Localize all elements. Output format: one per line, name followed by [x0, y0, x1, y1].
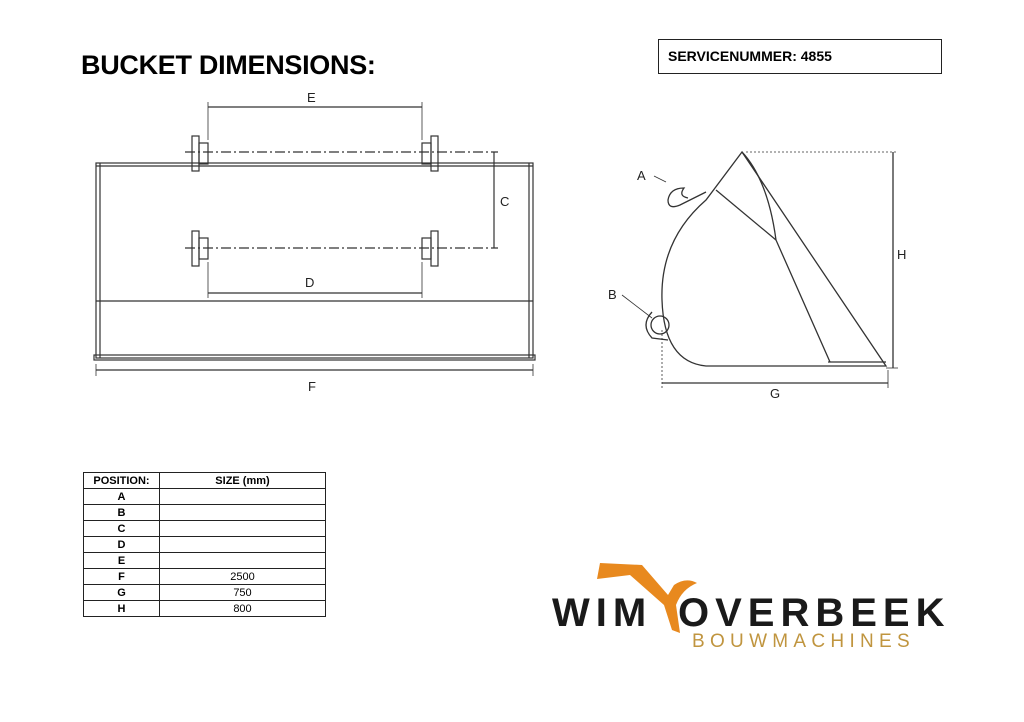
size-cell — [159, 552, 326, 569]
service-number-box: SERVICENUMMER: 4855 — [658, 39, 942, 74]
table-row: A — [83, 488, 326, 505]
label-b: B — [608, 287, 617, 302]
hook-a — [667, 187, 707, 208]
size-cell — [159, 488, 326, 505]
size-cell — [159, 536, 326, 553]
table-row: C — [83, 520, 326, 537]
size-cell: 750 — [159, 584, 326, 601]
bucket-profile — [661, 150, 888, 367]
position-cell: E — [83, 552, 160, 569]
logo-overbeek: OVERBEEK — [678, 591, 951, 635]
pin-upper-right — [421, 135, 439, 172]
position-cell: G — [83, 584, 160, 601]
position-cell: B — [83, 504, 160, 521]
label-f: F — [308, 379, 316, 394]
logo-subtitle: BOUWMACHINES — [692, 631, 915, 652]
position-cell: H — [83, 600, 160, 617]
logo-wim: WIM — [552, 591, 653, 635]
label-a: A — [637, 168, 646, 183]
label-c: C — [500, 194, 509, 209]
bucket-body — [95, 162, 534, 359]
pin-b — [650, 315, 670, 335]
header-position: POSITION: — [83, 472, 160, 489]
table-row: B — [83, 504, 326, 521]
excavator-arm-icon — [597, 563, 697, 633]
table-row: D — [83, 536, 326, 553]
size-cell — [159, 520, 326, 537]
table-row: E — [83, 552, 326, 569]
label-g: G — [770, 386, 780, 401]
size-cell — [159, 504, 326, 521]
base-plate — [93, 354, 536, 361]
position-cell: F — [83, 568, 160, 585]
size-cell: 2500 — [159, 568, 326, 585]
table-header-row: POSITION: SIZE (mm) — [83, 472, 326, 489]
label-h: H — [897, 247, 906, 262]
front-view — [93, 102, 536, 376]
position-cell: D — [83, 536, 160, 553]
label-e: E — [307, 90, 316, 105]
position-cell: C — [83, 520, 160, 537]
page-title: BUCKET DIMENSIONS: — [81, 50, 376, 80]
company-logo: WIM OVERBEEK BOUWMACHINES — [552, 555, 945, 655]
side-view — [621, 150, 898, 388]
pin-upper-left — [191, 135, 209, 172]
position-cell: A — [83, 488, 160, 505]
size-cell: 800 — [159, 600, 326, 617]
header-size: SIZE (mm) — [159, 472, 326, 489]
label-d: D — [305, 275, 314, 290]
